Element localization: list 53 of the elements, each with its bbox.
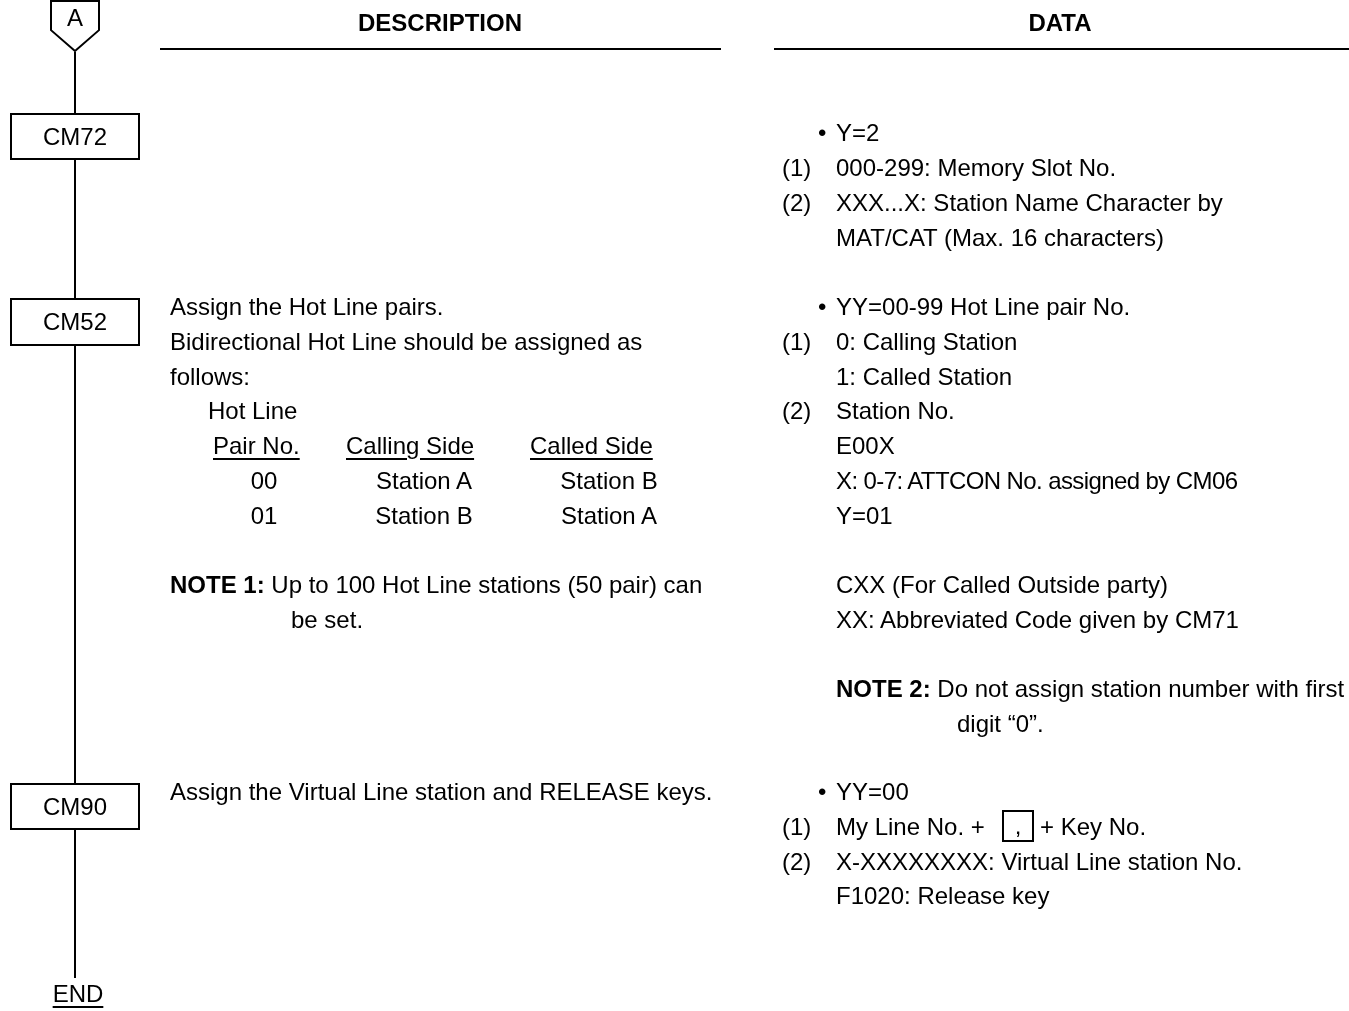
table-cell-text: 01 <box>250 500 278 531</box>
data-text: F1020: Release key <box>836 880 1050 911</box>
data-text: + Key No. <box>1040 811 1147 842</box>
connector-line <box>74 51 76 114</box>
command-box: CM72 <box>10 113 140 160</box>
list-marker: • <box>818 291 827 322</box>
off-page-connector: A <box>50 0 100 52</box>
list-marker: (1) <box>782 326 812 357</box>
connector-line <box>74 829 76 979</box>
data-text: X: 0-7: ATTCON No. assigned by CM06 <box>836 465 1238 496</box>
end-label: END <box>48 978 108 1010</box>
note-text: NOTE 2: Do not assign station number with first digit “0”. <box>836 673 1346 739</box>
table-cell-text: Station B <box>375 500 473 531</box>
list-marker: (1) <box>782 811 812 842</box>
table-header: Calling Side <box>346 430 475 461</box>
data-text: Assign the Hot Line pairs. <box>170 291 444 322</box>
list-marker: (2) <box>782 846 812 877</box>
table-cell-text: Station A <box>375 465 473 496</box>
list-marker: • <box>818 117 827 148</box>
data-text: 000-299: Memory Slot No. <box>836 152 1117 183</box>
data-text: 0: Calling Station <box>836 326 1018 357</box>
table-cell-text: 00 <box>250 465 278 496</box>
data-text: Assign the Virtual Line station and RELEASE keys. <box>170 776 713 807</box>
data-text: YY=00 <box>836 776 909 807</box>
list-marker: • <box>818 776 827 807</box>
data-text: YY=00-99 Hot Line pair No. <box>836 291 1131 322</box>
command-box: CM52 <box>10 298 140 346</box>
data-text: Bidirectional Hot Line should be assigned as follows: <box>170 326 644 392</box>
table-cell-text: Station A <box>560 500 658 531</box>
data-text: Y=01 <box>836 500 893 531</box>
list-marker: (2) <box>782 187 812 218</box>
table-header: Called Side <box>530 430 653 461</box>
data-text: X-XXXXXXXX: Virtual Line station No. <box>836 846 1243 877</box>
connector-line <box>74 159 76 299</box>
table-header: Pair No. <box>213 430 300 461</box>
data-text: Station No. <box>836 395 955 426</box>
data-text: XXX...X: Station Name Character by MAT/CAT (Max. 16 characters) <box>836 187 1224 253</box>
list-marker: (1) <box>782 152 812 183</box>
table-cell-text: Station B <box>560 465 658 496</box>
data-text: XX: Abbreviated Code given by CM71 <box>836 604 1239 635</box>
note-text: NOTE 1: Up to 100 Hot Line stations (50 pair) can be set. <box>170 569 704 635</box>
data-text: 1: Called Station <box>836 361 1013 392</box>
data-text: Y=2 <box>836 117 880 148</box>
command-box: CM90 <box>10 783 140 830</box>
column-header: DATA <box>1028 7 1092 38</box>
data-text: CXX (For Called Outside party) <box>836 569 1169 600</box>
list-marker: (2) <box>782 395 812 426</box>
data-text: Hot Line <box>208 395 298 426</box>
data-text: E00X <box>836 430 895 461</box>
key-symbol: , <box>1002 810 1034 842</box>
data-text: My Line No. + <box>836 811 985 842</box>
connector-line <box>74 345 76 784</box>
column-header: DESCRIPTION <box>358 7 522 38</box>
